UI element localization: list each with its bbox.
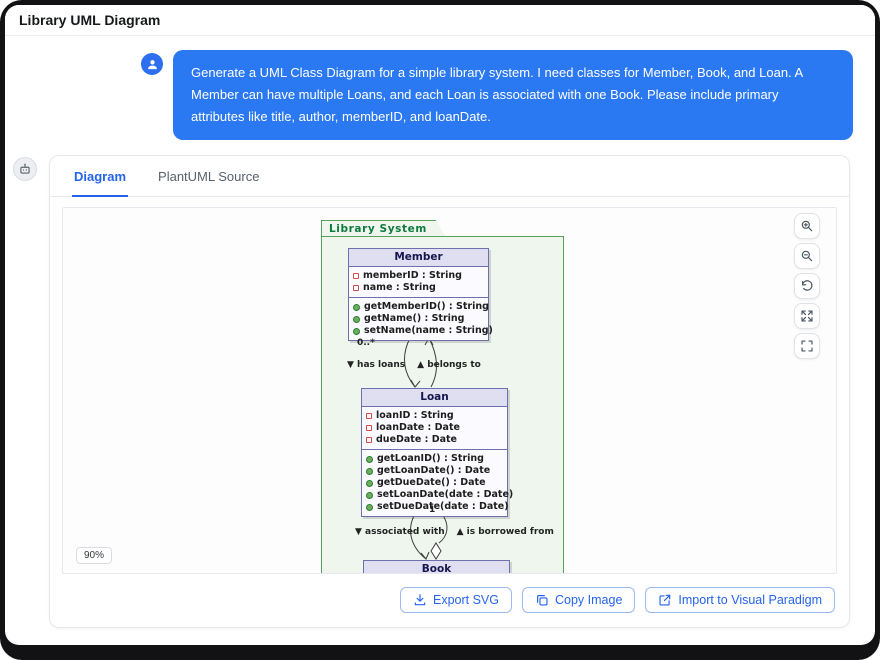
fullscreen-icon (801, 310, 813, 322)
diagram-viewport[interactable]: Library System (62, 207, 837, 574)
attribute: loanDate : Date (376, 422, 460, 433)
relation-label: ▲ belongs to (417, 360, 481, 370)
fullscreen-button[interactable] (794, 303, 820, 329)
class-name: Member (349, 249, 488, 267)
multiplicity-label: 1 (429, 505, 436, 515)
zoom-in-icon (801, 220, 813, 232)
tab-bar: Diagram PlantUML Source (50, 156, 849, 197)
relation-label-member-loan: ▼ has loans ▲ belongs to (347, 360, 481, 370)
public-method-icon (366, 455, 373, 463)
tab-diagram[interactable]: Diagram (72, 156, 129, 197)
public-method-icon (366, 503, 373, 511)
button-label: Copy Image (555, 593, 623, 607)
user-avatar (141, 53, 163, 75)
app-header: Library UML Diagram (5, 5, 875, 36)
export-svg-button[interactable]: Export SVG (400, 587, 512, 613)
public-method-icon (353, 315, 360, 323)
attribute: name : String (363, 282, 436, 293)
diagram-card: Diagram PlantUML Source Library System (49, 155, 850, 628)
robot-icon (20, 163, 30, 174)
page-title: Library UML Diagram (19, 12, 161, 28)
method: getName() : String (364, 313, 465, 324)
user-message-bubble: Generate a UML Class Diagram for a simpl… (173, 50, 853, 140)
uml-class-member[interactable]: Member memberID : String name : String g… (348, 248, 493, 341)
tab-plantuml-source[interactable]: PlantUML Source (158, 169, 260, 184)
method: getMemberID() : String (364, 301, 489, 312)
fit-view-button[interactable] (794, 333, 820, 359)
assistant-avatar (13, 157, 37, 181)
private-field-icon (366, 413, 372, 419)
relation-label: ▼ associated with (355, 527, 445, 537)
private-field-icon (366, 437, 372, 443)
relation-label: ▼ has loans (347, 360, 406, 370)
uml-package-tab: Library System (321, 220, 446, 237)
method: getLoanID() : String (377, 453, 484, 464)
copy-image-button[interactable]: Copy Image (522, 587, 636, 613)
attribute: loanID : String (376, 410, 454, 421)
public-method-icon (366, 479, 373, 487)
public-method-icon (353, 303, 360, 311)
class-name: Loan (362, 389, 507, 407)
card-footer: Export SVG Copy Image Import to Visual P… (50, 574, 849, 627)
download-icon (414, 594, 426, 606)
reset-rotation-icon (802, 280, 813, 291)
reset-view-button[interactable] (794, 273, 820, 299)
method: setLoanDate(date : Date) (377, 489, 514, 500)
relation-label: ▲ is borrowed from (456, 527, 554, 537)
method: setDueDate(date : Date) (377, 501, 509, 512)
class-attributes: memberID : String name : String (349, 267, 488, 297)
private-field-icon (353, 285, 359, 291)
method: setName(name : String) (364, 325, 493, 336)
method: getLoanDate() : Date (377, 465, 491, 476)
attribute: memberID : String (363, 270, 462, 281)
uml-class-loan[interactable]: Loan loanID : String loanDate : Date due… (361, 388, 513, 517)
private-field-icon (353, 273, 359, 279)
private-field-icon (366, 425, 372, 431)
class-methods: getLoanID() : String getLoanDate() : Dat… (362, 449, 513, 516)
zoom-level-badge[interactable]: 90% (76, 547, 113, 564)
relation-label-loan-book: ▼ associated with ▲ is borrowed from (355, 527, 554, 537)
person-icon (147, 59, 157, 69)
zoom-out-button[interactable] (794, 243, 820, 269)
class-methods: getMemberID() : String getName() : Strin… (349, 297, 493, 340)
uml-class-book[interactable]: Book (363, 560, 510, 573)
app-window: Library UML Diagram Generate a UML Class… (5, 5, 875, 645)
attribute: dueDate : Date (376, 434, 457, 445)
method: getDueDate() : Date (377, 477, 486, 488)
public-method-icon (366, 467, 373, 475)
zoom-in-button[interactable] (794, 213, 820, 239)
zoom-out-icon (801, 250, 813, 262)
external-link-icon (659, 594, 671, 606)
multiplicity-label: 0..* (357, 338, 375, 348)
copy-icon (537, 595, 548, 606)
class-name: Book (364, 561, 509, 573)
public-method-icon (353, 327, 360, 335)
public-method-icon (366, 491, 373, 499)
button-label: Export SVG (433, 593, 499, 607)
import-visual-paradigm-button[interactable]: Import to Visual Paradigm (645, 587, 835, 613)
button-label: Import to Visual Paradigm (678, 593, 822, 607)
fit-view-icon (801, 340, 813, 352)
class-attributes: loanID : String loanDate : Date dueDate … (362, 407, 507, 449)
chat-message-row: Generate a UML Class Diagram for a simpl… (141, 50, 853, 140)
